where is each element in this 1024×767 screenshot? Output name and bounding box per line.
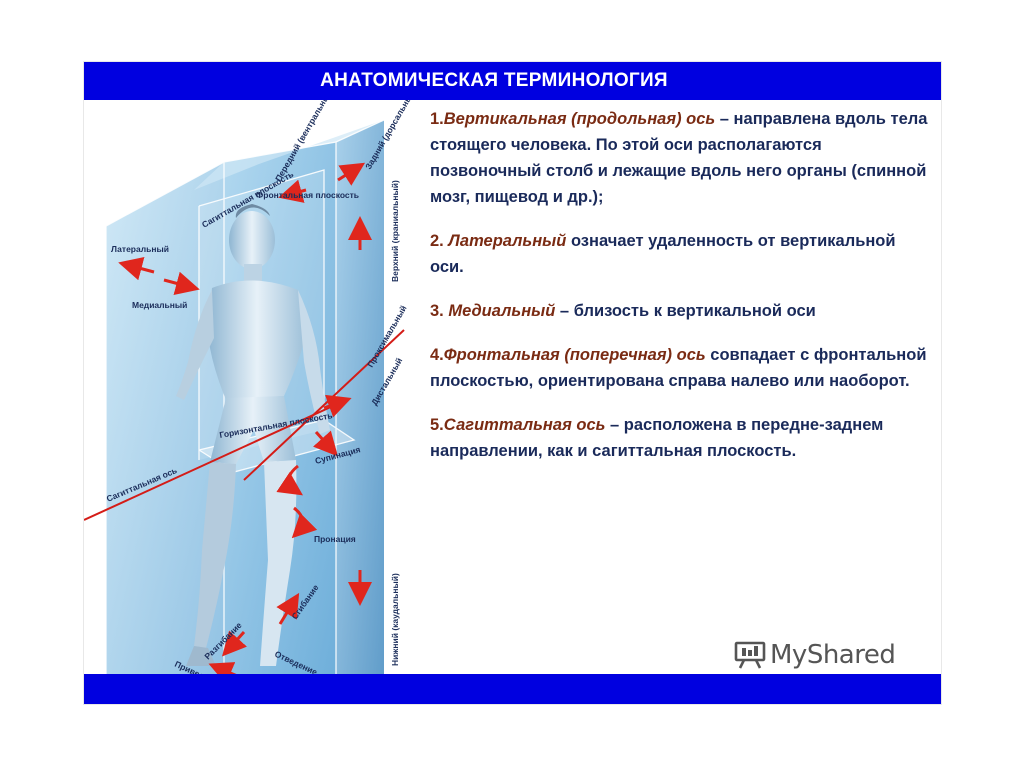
item-number: 3.	[430, 302, 449, 320]
item-text: совпадает с фронтальной плоскостью, орие…	[430, 346, 927, 390]
terminology-list: 1.Вертикальная (продольная) ось – направ…	[430, 106, 930, 482]
anatomy-figure: Латеральный Медиальный Сагиттальная плос…	[84, 100, 424, 674]
label-lateral: Латеральный	[111, 244, 169, 254]
label-frontal-plane: Фронтальная плоскость	[256, 190, 359, 200]
list-item: 1.Вертикальная (продольная) ось – направ…	[430, 106, 930, 210]
sagittal-axis-line	[84, 399, 347, 521]
box-top-face	[194, 120, 384, 190]
anatomy-diagram: Латеральный Медиальный Сагиттальная плос…	[84, 100, 418, 674]
label-superior: Верхний (краниальный)	[390, 180, 400, 282]
item-number: 4.	[430, 346, 444, 364]
item-number: 1.	[430, 110, 444, 128]
slide-title: АНАТОМИЧЕСКАЯ ТЕРМИНОЛОГИЯ	[320, 70, 668, 91]
myshared-logo: MyShared	[734, 638, 896, 672]
human-figure	[176, 204, 330, 666]
label-pronation: Пронация	[314, 534, 356, 544]
myshared-logo-text: MyShared	[770, 640, 896, 670]
item-term: Латеральный	[448, 232, 567, 250]
box-right-face	[336, 120, 384, 674]
item-term: Сагиттальная ось	[443, 416, 606, 434]
item-text: означает удаленность от вертикальной оси…	[430, 232, 896, 276]
frontal-axis-line	[243, 329, 405, 481]
list-item: 2. Латеральный означает удаленность от в…	[430, 228, 930, 280]
direction-arrows	[118, 162, 372, 674]
item-text: – направлена вдоль тела стоящего человек…	[430, 110, 928, 206]
item-text: – близость к вертикальной оси	[555, 302, 816, 320]
myshared-logo-icon	[734, 641, 766, 669]
pronation-arrow	[291, 506, 318, 539]
list-item: 4.Фронтальная (поперечная) ось совпадает…	[430, 342, 930, 394]
list-item: 5.Сагиттальная ось – расположена в перед…	[430, 412, 930, 464]
list-item: 3. Медиальный – близость к вертикальной …	[430, 298, 930, 324]
label-inferior: Нижний (каудальный)	[390, 573, 400, 666]
item-number: 2.	[430, 232, 449, 250]
top-bar	[84, 62, 941, 100]
item-term: Фронтальная (поперечная) ось	[443, 346, 706, 364]
bottom-bar	[84, 674, 941, 704]
item-text: – расположена в передне-заднем направлен…	[430, 416, 884, 460]
slide: АНАТОМИЧЕСКАЯ ТЕРМИНОЛОГИЯ	[84, 62, 941, 704]
label-medial: Медиальный	[132, 300, 187, 310]
item-number: 5.	[430, 416, 444, 434]
item-term: Вертикальная (продольная) ось	[443, 110, 716, 128]
supination-arrow	[276, 464, 303, 496]
item-term: Медиальный	[448, 302, 556, 320]
